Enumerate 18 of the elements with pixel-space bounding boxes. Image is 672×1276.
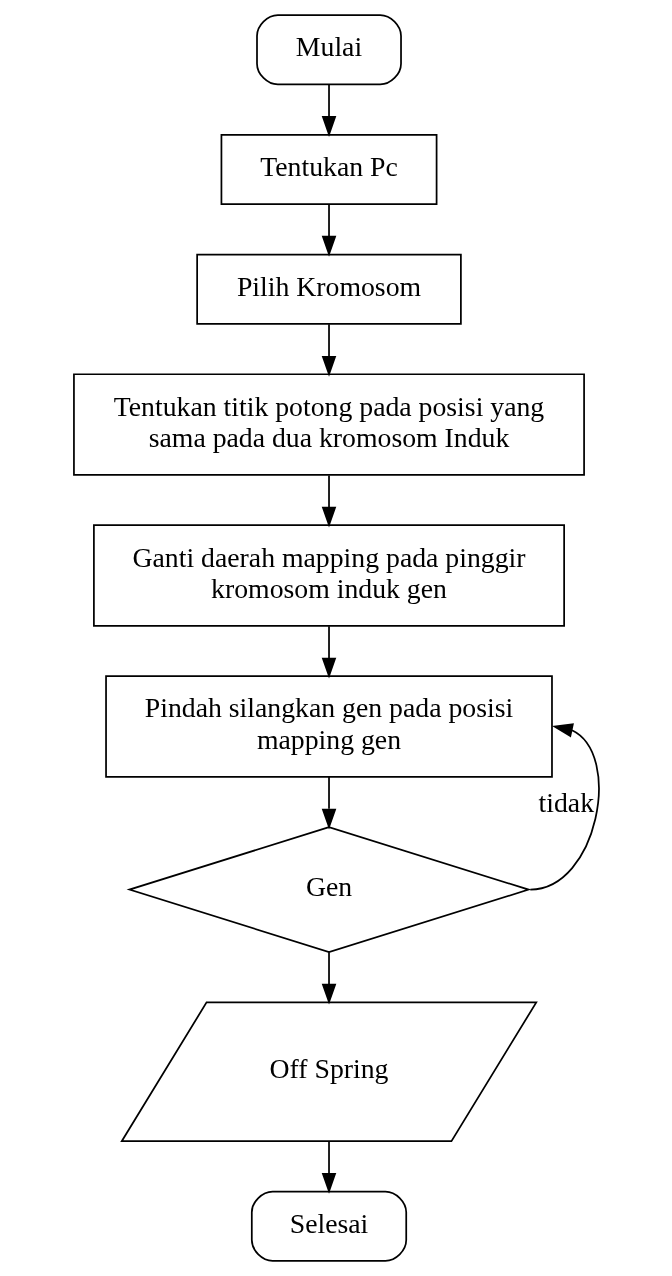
- node-box: Tentukan titik potong pada posisi yang sama pada dua kromosom Induk: [72, 373, 585, 476]
- arrow: [528, 723, 600, 891]
- node-box: Pilih Kromosom: [195, 253, 462, 325]
- arrow: [321, 776, 336, 830]
- arrow: [321, 83, 336, 137]
- node-box: Mulai: [255, 14, 402, 86]
- node-box: Ganti daerah mapping pada pinggir kromosom induk gen: [92, 524, 565, 627]
- node-box: Selesai: [250, 1190, 407, 1262]
- arrow: [321, 323, 336, 377]
- arrow: [321, 625, 336, 679]
- node-box: Tentukan Pc: [220, 133, 437, 206]
- arrow: [321, 203, 336, 257]
- edge-label: tidak: [538, 786, 594, 818]
- node-diamond: Gen: [126, 826, 531, 953]
- arrow: [321, 951, 336, 1005]
- node-box: Pindah silangkan gen pada posisi mapping gen: [104, 675, 553, 778]
- arrow: [321, 1140, 336, 1194]
- arrow: [321, 474, 336, 528]
